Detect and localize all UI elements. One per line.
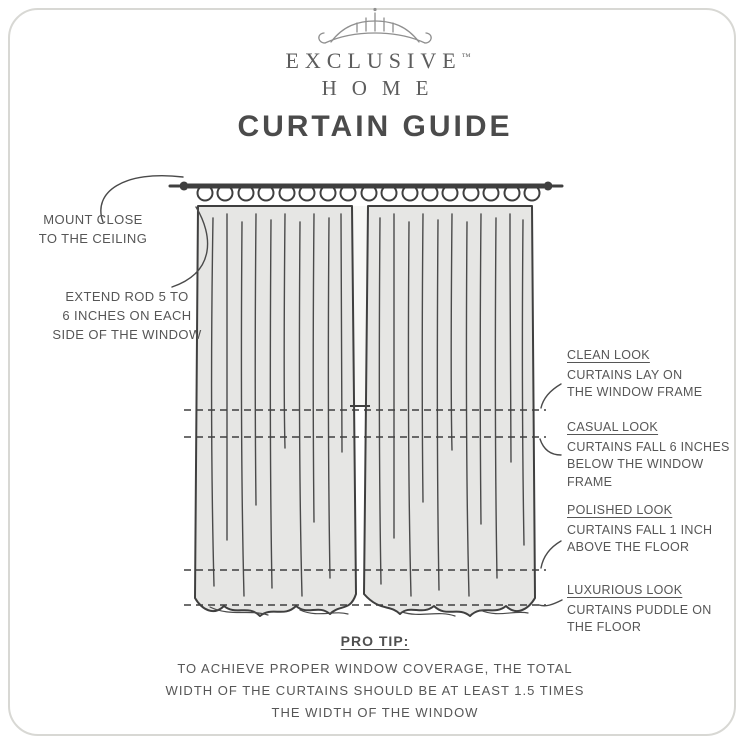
extend-arrow [171, 206, 209, 288]
look-line: CURTAINS FALL 1 INCH [567, 522, 713, 537]
trademark-symbol: ™ [461, 51, 471, 62]
look-heading: POLISHED LOOK [567, 503, 673, 517]
polished-connector [540, 540, 562, 569]
annotation-line: SIDE OF THE WINDOW [52, 327, 202, 342]
page-border [8, 8, 736, 736]
connector-lines [100, 175, 563, 607]
pro-tip-line: TO ACHIEVE PROPER WINDOW COVERAGE, THE T… [177, 661, 573, 676]
pro-tip-heading: PRO TIP: [340, 633, 410, 649]
clean-connector [540, 383, 562, 409]
length-guide-lines [184, 409, 546, 606]
look-line: THE FLOOR [567, 620, 642, 634]
annotation-line: MOUNT CLOSE [43, 212, 143, 227]
look-heading: CASUAL LOOK [567, 420, 659, 434]
mount-arrow [100, 175, 184, 223]
puddle-folds [209, 606, 529, 617]
look-line: CURTAINS FALL 6 INCHES [567, 439, 730, 454]
curtain-panels [194, 205, 536, 617]
look-section-clean: CLEAN LOOK CURTAINS LAY ON THE WINDOW FR… [567, 347, 745, 402]
look-line: FRAME [567, 474, 613, 489]
curtain-rings [196, 184, 541, 202]
look-section-casual: CASUAL LOOK CURTAINS FALL 6 INCHES BELOW… [567, 419, 745, 491]
luxurious-connector [538, 599, 563, 607]
brand-name: EXCLUSIVE™ [0, 48, 750, 74]
look-heading: CLEAN LOOK [567, 348, 650, 362]
look-line: CURTAINS LAY ON [567, 367, 683, 382]
right-curtain-panel [363, 205, 536, 617]
look-line: ABOVE THE FLOOR [567, 540, 690, 554]
look-section-luxurious: LUXURIOUS LOOK CURTAINS PUDDLE ON THE FL… [567, 582, 745, 637]
annotation-mount-ceiling: MOUNT CLOSE TO THE CEILING [18, 210, 168, 248]
look-line: CURTAINS PUDDLE ON [567, 602, 712, 617]
look-section-polished: POLISHED LOOK CURTAINS FALL 1 INCH ABOVE… [567, 502, 745, 557]
look-line: BELOW THE WINDOW [567, 457, 704, 471]
annotation-extend-rod: EXTEND ROD 5 TO 6 INCHES ON EACH SIDE OF… [38, 287, 216, 344]
look-line: THE WINDOW FRAME [567, 385, 703, 399]
window [351, 206, 369, 406]
page-title: CURTAIN GUIDE [237, 110, 513, 143]
pro-tip-line: WIDTH OF THE CURTAINS SHOULD BE AT LEAST… [165, 683, 585, 698]
annotation-line: TO THE CEILING [38, 231, 148, 246]
annotation-line: EXTEND ROD 5 TO [65, 289, 189, 304]
left-curtain-panel [194, 205, 357, 617]
ornamental-crest-icon [318, 7, 432, 44]
pro-tip-line: THE WIDTH OF THE WINDOW [271, 705, 479, 720]
look-heading: LUXURIOUS LOOK [567, 583, 683, 597]
brand-home: HOME [321, 76, 444, 100]
annotation-line: 6 INCHES ON EACH [62, 308, 192, 323]
casual-connector [539, 438, 562, 456]
brand-name-text: EXCLUSIVE [285, 48, 462, 73]
